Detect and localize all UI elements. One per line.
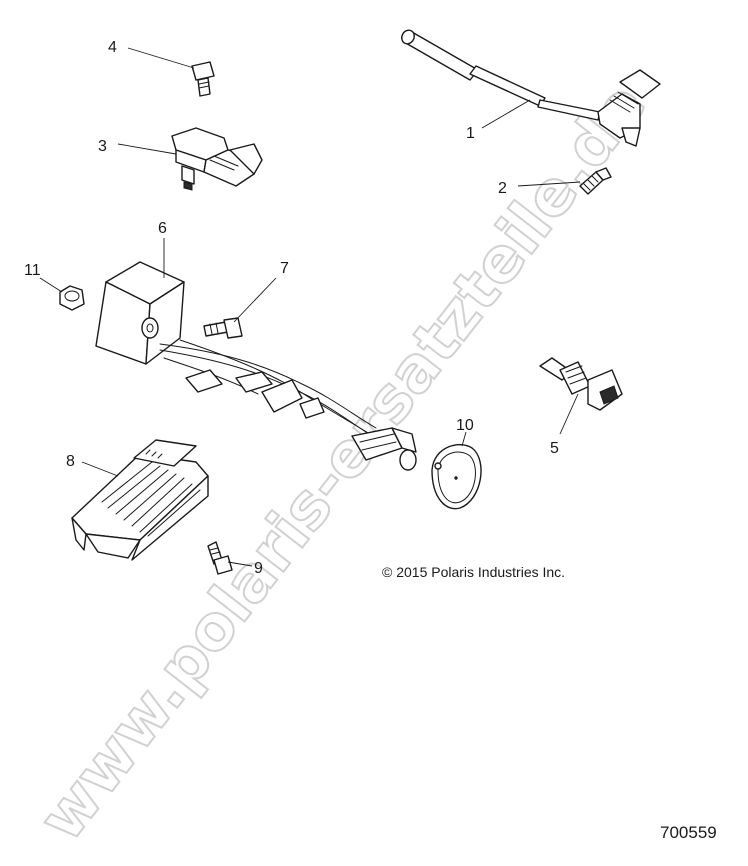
callout-9: 9 (254, 560, 263, 577)
callout-7: 7 (280, 260, 289, 277)
leader-8 (81, 461, 119, 477)
reference-number: 700559 (660, 823, 717, 842)
leader-11 (39, 277, 63, 293)
callout-11: 11 (24, 262, 41, 279)
part-3-map-sensor (171, 127, 263, 191)
callout-4: 4 (108, 39, 117, 56)
part-11-nut (59, 285, 85, 311)
part-2-screw (579, 167, 612, 195)
leader-lines (39, 47, 581, 567)
leader-10 (461, 431, 467, 447)
part-8-voltage-regulator (71, 439, 209, 561)
leader-3 (117, 143, 177, 155)
leader-9 (227, 561, 253, 567)
part-4-bolt (191, 61, 215, 97)
leader-5 (559, 393, 579, 435)
callout-1: 1 (466, 125, 475, 142)
callout-6: 6 (158, 220, 167, 237)
leader-1 (481, 99, 531, 129)
part-1-speed-sensor (401, 29, 661, 147)
callout-8: 8 (66, 453, 75, 470)
callout-3: 3 (98, 138, 107, 155)
part-7-bolt (203, 317, 243, 339)
callout-10: 10 (456, 417, 474, 434)
leader-7 (233, 277, 277, 323)
leader-4 (127, 47, 195, 69)
watermark-text: www.polaris-ersatzteile.de (24, 69, 660, 854)
callout-5: 5 (550, 440, 559, 457)
leader-2 (517, 181, 581, 187)
callout-2: 2 (498, 180, 507, 197)
part-5-temperature-sensor (539, 357, 623, 411)
callouts: 1 2 3 4 5 6 7 8 9 10 11 (24, 39, 559, 577)
copyright-notice: © 2015 Polaris Industries Inc. (382, 564, 565, 580)
part-10-cover (431, 444, 482, 510)
part-9-bolt (207, 541, 233, 575)
part-6-control-module (95, 261, 417, 471)
